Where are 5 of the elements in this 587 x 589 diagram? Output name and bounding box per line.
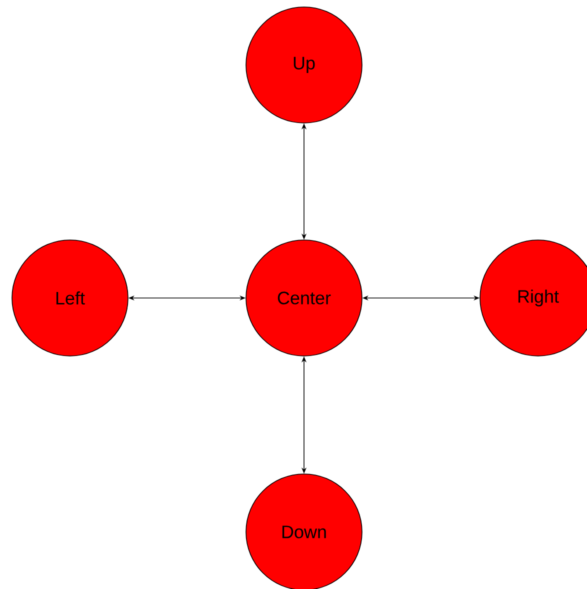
circle-node: Center [246, 240, 362, 356]
circle-node: Right [480, 240, 587, 356]
circle-node: Up [246, 6, 362, 124]
circle-node: Left [12, 240, 128, 356]
circle-node: Down [246, 474, 362, 589]
